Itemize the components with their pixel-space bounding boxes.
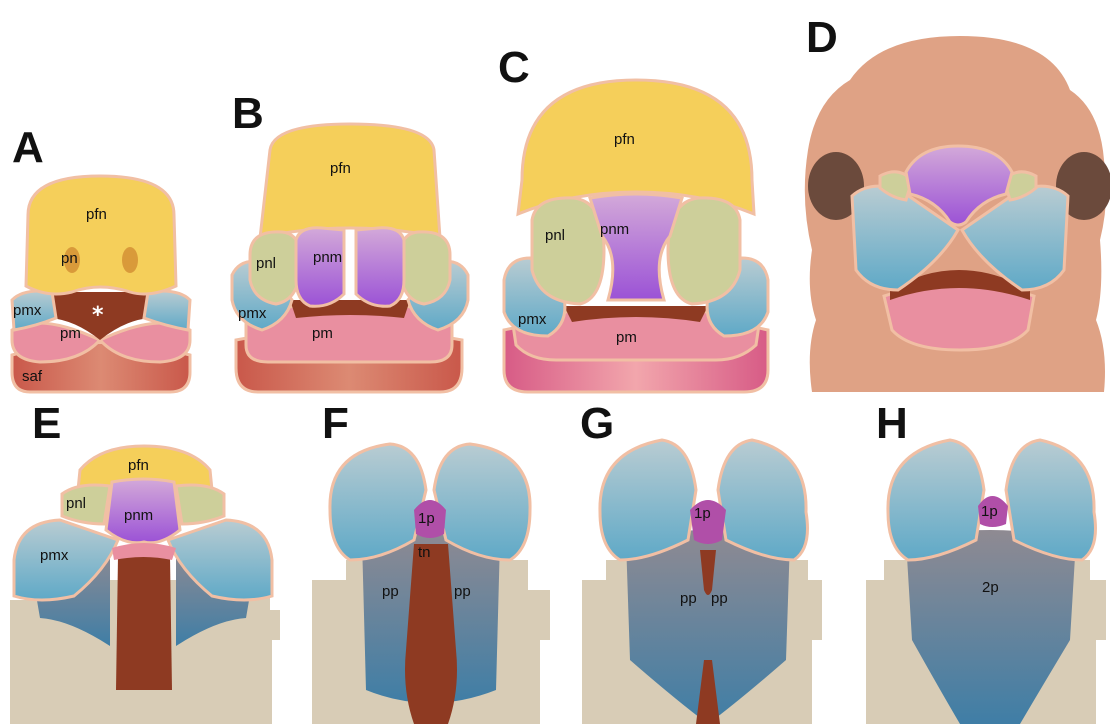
label-pmx: pmx <box>13 302 42 319</box>
panel-c: C pfn pnl pnm pmx pm <box>498 43 768 392</box>
label-pfn: pfn <box>614 131 635 148</box>
palatal-shelf-right <box>434 444 530 560</box>
panel-b: B pfn pnl pnm pmx pm <box>232 89 468 392</box>
panel-label-g: G <box>580 399 614 448</box>
label-pfn: pfn <box>330 160 351 177</box>
palatal-shelf-right <box>718 440 808 560</box>
label-2p: 2p <box>982 579 999 596</box>
pnl-right <box>668 198 740 304</box>
panel-label-c: C <box>498 43 530 92</box>
label-1p: 1p <box>418 510 435 527</box>
label-pmx: pmx <box>238 305 267 322</box>
label-1p: 1p <box>694 505 711 522</box>
label-saf: saf <box>22 368 43 385</box>
pnl-right <box>399 232 450 304</box>
pfn-region <box>26 176 176 294</box>
label-pnm: pnm <box>600 221 629 238</box>
panel-label-d: D <box>806 13 838 62</box>
label-pmx: pmx <box>40 547 69 564</box>
pnl-left <box>532 198 604 304</box>
label-pn: pn <box>61 250 78 267</box>
panel-f: F 1p tn pp pp <box>312 399 550 724</box>
label-pnl: pnl <box>545 227 565 244</box>
panel-a: A pfn pn pmx * pm saf <box>12 123 190 392</box>
panel-d: D <box>805 13 1110 392</box>
label-pp-right: pp <box>454 583 471 600</box>
label-tn: tn <box>418 544 431 561</box>
label-1p: 1p <box>981 503 998 520</box>
panel-label-b: B <box>232 89 264 138</box>
panel-h: H 1p 2p <box>866 399 1106 724</box>
oral-cavity <box>116 556 172 690</box>
pfn-region <box>260 124 440 238</box>
label-pm: pm <box>616 329 637 346</box>
label-pnm: pnm <box>313 249 342 266</box>
panel-label-f: F <box>322 399 349 448</box>
label-pp-right: pp <box>711 590 728 607</box>
label-pnm: pnm <box>124 507 153 524</box>
label-pmx: pmx <box>518 311 547 328</box>
label-pp-left: pp <box>382 583 399 600</box>
label-pnl: pnl <box>256 255 276 272</box>
panel-e: E pfn pnl pnm pmx <box>10 399 280 724</box>
tongue-channel <box>405 544 457 724</box>
panel-g: G 1p pp pp <box>580 399 822 724</box>
palatal-shelf-right <box>1006 440 1096 560</box>
panel-label-h: H <box>876 399 908 448</box>
palatal-shelf-left <box>330 444 426 560</box>
pnl-right <box>176 485 224 524</box>
panel-label-a: A <box>12 123 44 172</box>
pnm-right <box>356 228 404 307</box>
palatal-shelf-left <box>600 440 696 560</box>
nasal-pit-right <box>122 247 138 273</box>
label-pm: pm <box>312 325 333 342</box>
label-pp-left: pp <box>680 590 697 607</box>
palatal-shelf-left <box>888 440 984 560</box>
panel-label-e: E <box>32 399 61 448</box>
label-pnl: pnl <box>66 495 86 512</box>
label-pm: pm <box>60 325 81 342</box>
pnm-left <box>296 228 344 307</box>
asterisk-marker: * <box>92 303 104 328</box>
label-pfn: pfn <box>128 457 149 474</box>
label-pfn: pfn <box>86 206 107 223</box>
